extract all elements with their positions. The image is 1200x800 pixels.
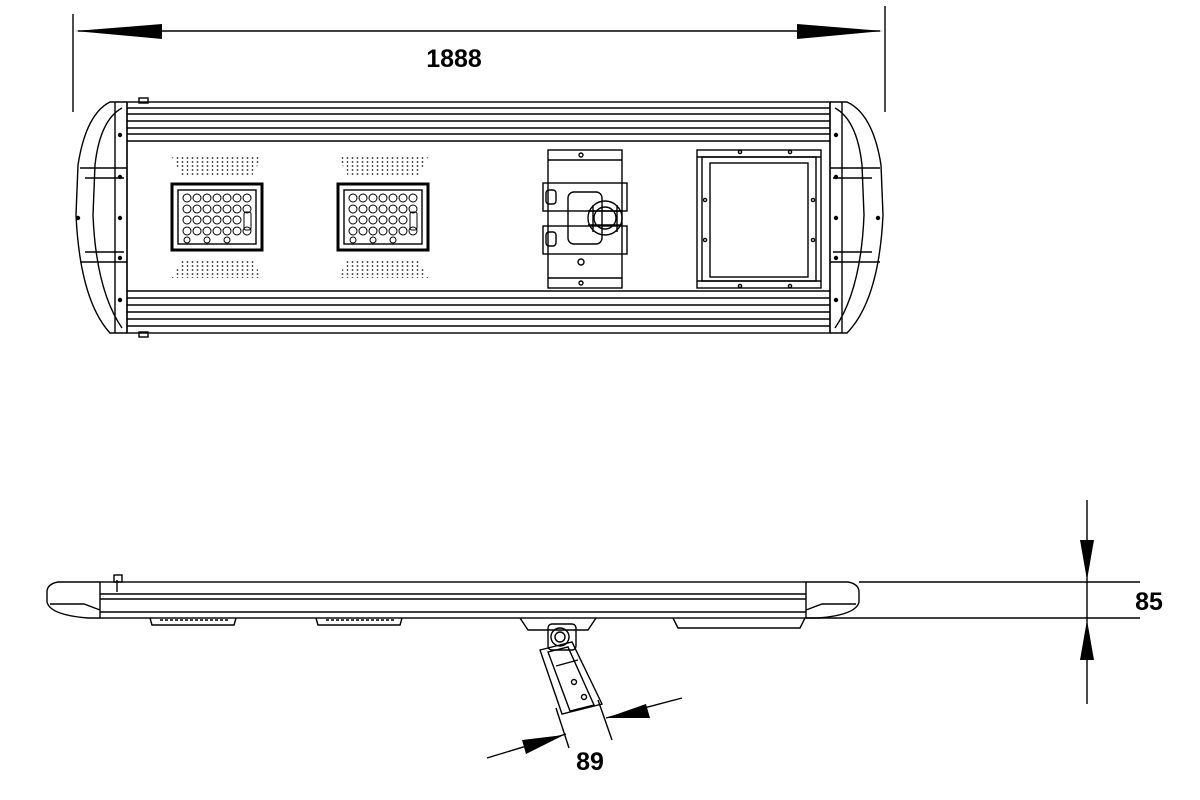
height-dimension xyxy=(806,500,1140,704)
side-left-cap xyxy=(46,581,100,619)
vent-patterns xyxy=(172,157,428,278)
arm-width-dimension xyxy=(486,697,683,759)
height-arrow-top xyxy=(1080,540,1094,580)
side-body xyxy=(99,574,807,619)
side-battery-box xyxy=(672,617,806,629)
led-module-2 xyxy=(336,182,430,252)
top-view xyxy=(72,6,886,338)
height-dimension-label: 85 xyxy=(1135,588,1163,616)
length-dimension-label: 1888 xyxy=(426,45,482,73)
main-body xyxy=(126,101,831,334)
arm-width-arrow-left xyxy=(522,735,564,754)
side-right-cap xyxy=(806,581,860,619)
height-arrow-bottom xyxy=(1080,620,1094,660)
led-module-2-lenses xyxy=(348,193,418,244)
length-dimension xyxy=(72,6,886,112)
side-bracket xyxy=(519,617,604,715)
arm-width-arrow-right xyxy=(606,704,650,718)
screws xyxy=(75,132,881,303)
side-led-modules xyxy=(149,617,403,626)
arm-width-dimension-label: 89 xyxy=(576,748,604,776)
side-view xyxy=(46,500,1140,759)
led-module-1-lenses xyxy=(182,193,252,244)
length-arrow-left xyxy=(75,24,162,39)
length-arrow-right xyxy=(797,24,883,39)
led-module-1 xyxy=(170,182,264,252)
battery-box xyxy=(696,149,822,289)
mounting-bracket-top xyxy=(542,149,628,289)
